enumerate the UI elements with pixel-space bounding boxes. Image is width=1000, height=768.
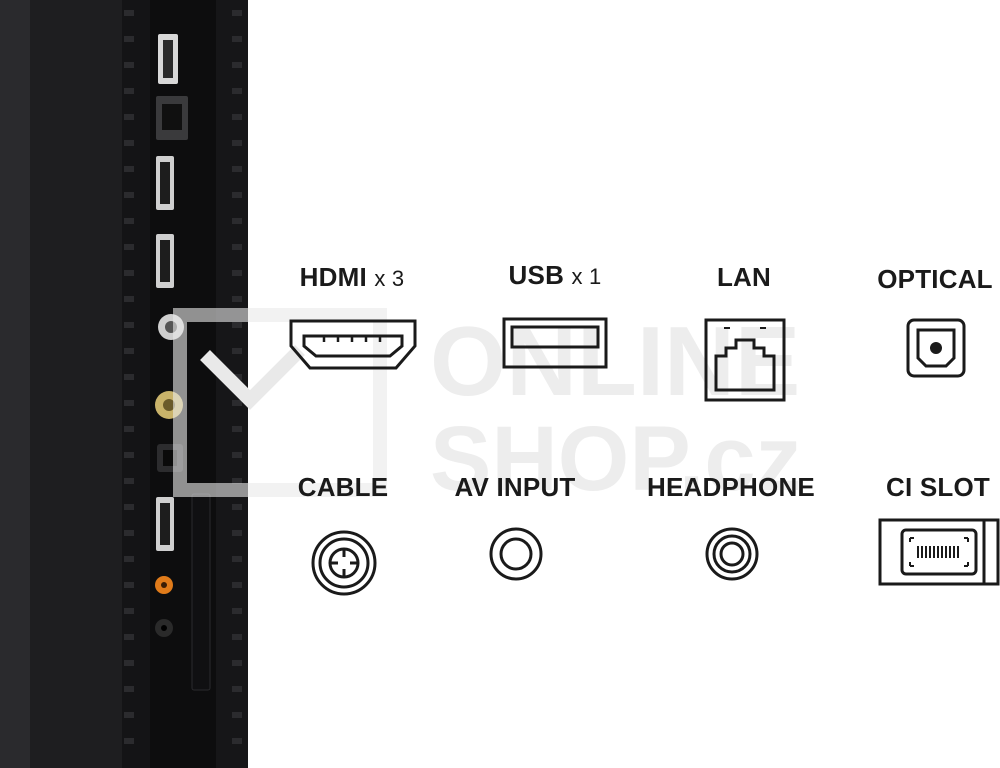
port-label-optical: OPTICAL xyxy=(877,264,993,294)
port-label-usb: USB x 1 xyxy=(508,260,602,290)
tv-ci-slot xyxy=(191,493,211,691)
ci-slot-port-icon xyxy=(878,518,1000,586)
av-input-port-icon xyxy=(489,527,543,581)
cable-port-icon xyxy=(311,530,377,596)
optical-port-icon xyxy=(906,318,966,378)
lan-port-icon xyxy=(704,318,786,402)
port-label-cable: CABLE xyxy=(297,472,389,502)
port-label-lan: LAN xyxy=(716,262,772,292)
tv-rear-panel-drawing xyxy=(0,0,248,768)
headphone-port-icon xyxy=(705,527,759,581)
port-label-headphone: HEADPHONE xyxy=(647,472,815,502)
port-label-av-input: AV INPUT xyxy=(454,472,576,502)
tv-rear-panel xyxy=(0,0,248,768)
usb-port-icon xyxy=(502,317,608,369)
hdmi-port-icon xyxy=(289,319,417,370)
port-label-ci-slot: CI SLOT xyxy=(886,472,990,502)
port-label-hdmi: HDMI x 3 xyxy=(299,262,405,292)
